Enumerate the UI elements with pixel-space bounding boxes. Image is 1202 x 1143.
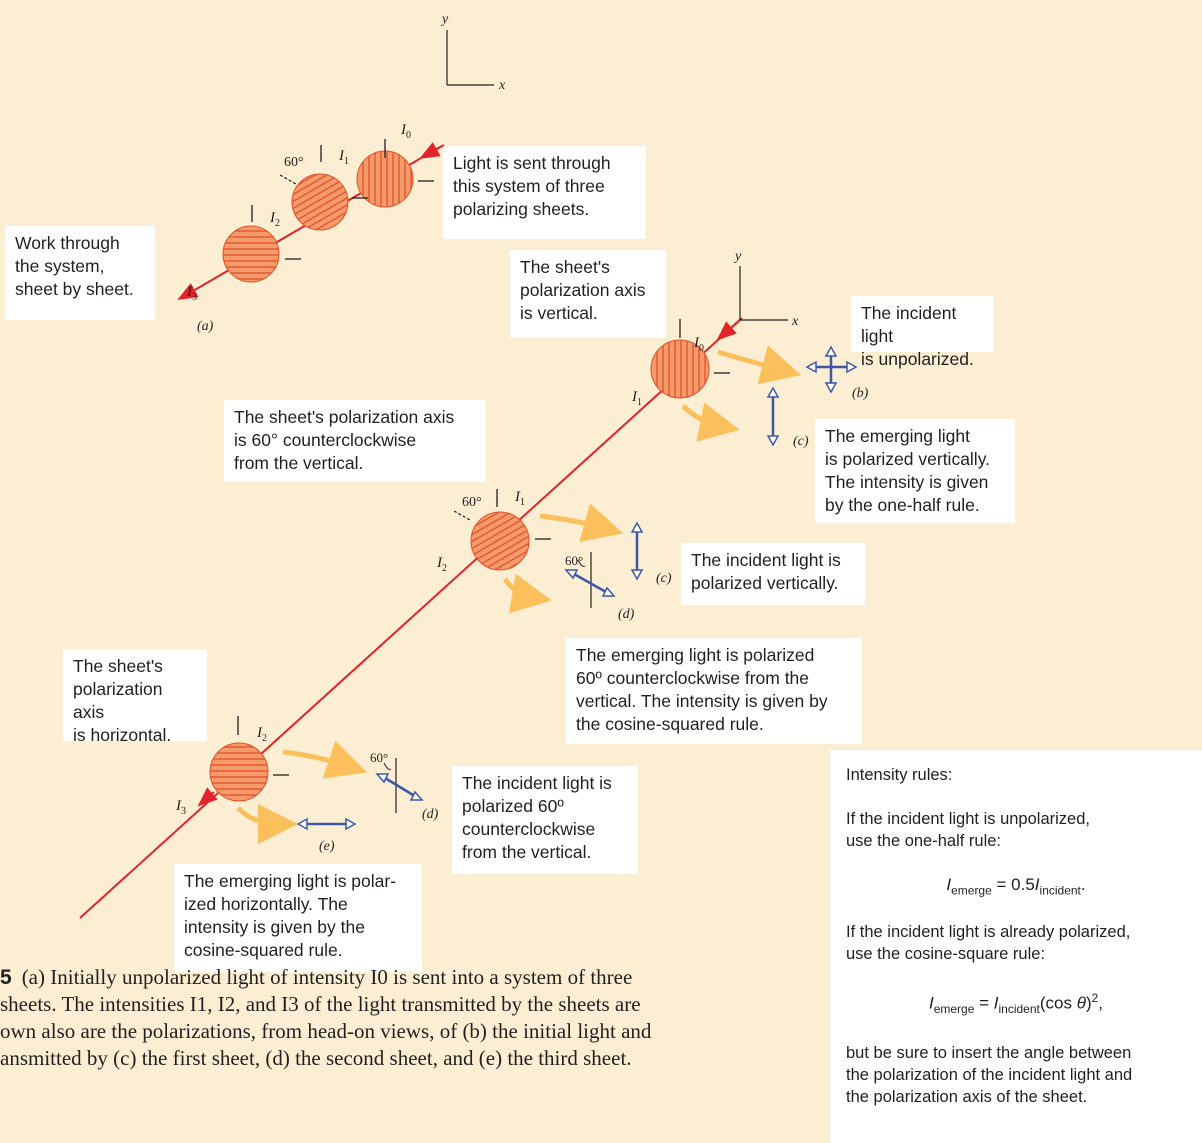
sheet-1-group: y x I0 I1 (b) (c) (631, 249, 869, 449)
callout-work-through: Work through the system, sheet by sheet. (5, 226, 155, 320)
angle-label-d: 60° (565, 553, 583, 568)
panel-label-d2: (d) (422, 807, 439, 822)
intensity-label-I3-e: I3 (175, 798, 186, 817)
vertical-arrow-c1 (766, 386, 780, 447)
rules-note-3: the polarization axis of the sheet. (846, 1088, 1088, 1107)
rules-unpolarized-1: If the incident light is unpolarized, (846, 810, 1090, 828)
rules-polarized-2: use the cosine-square rule: (846, 945, 1046, 964)
caption-line-2: sheets. The intensities I1, I2, and I3 o… (0, 992, 641, 1016)
polarization-60-d: 60° (564, 552, 616, 608)
flow-arrow-c2 (539, 503, 624, 542)
light-beam-main (79, 319, 741, 919)
figure-caption: 5(a) Initially unpolarized light of inte… (0, 964, 830, 1072)
angle-label-d2: 60° (370, 750, 388, 765)
sheet-2-a (291, 173, 349, 231)
intensity-label-I1-a: I1 (338, 148, 349, 167)
callout-sheet2-axis: The sheet's polarization axis is 60° cou… (224, 400, 486, 482)
vertical-arrow-c2 (630, 521, 644, 581)
callout-incident-vertical: The incident light is polarized vertical… (681, 543, 865, 605)
intensity-label-I1-b: I1 (514, 489, 525, 508)
panel-a: y x 60° I0 I1 I2 I3 (a) (177, 12, 506, 334)
panel-label-d1: (d) (618, 607, 635, 622)
intensity-label-I0-a: I0 (400, 122, 411, 141)
callout-emerging-vertical: The emerging light is polarized vertical… (815, 419, 1015, 523)
beam-arrow-a-in (419, 142, 445, 159)
sheet-2 (470, 511, 530, 571)
x-axis-label-a: x (498, 78, 506, 93)
rules-note-1: but be sure to insert the angle between (846, 1044, 1132, 1063)
beam-arrow-a-out (177, 283, 199, 300)
panel-label-c2: (c) (656, 571, 672, 586)
callout-incident-60: The incident light is polarized 60º coun… (452, 766, 638, 874)
axis-tick-2a-diag (279, 174, 297, 185)
horizontal-arrow-e (296, 817, 357, 831)
axes-a (446, 30, 494, 86)
sheet-1 (650, 339, 710, 399)
intensity-label-I1-c: I1 (631, 389, 642, 408)
caption-line-1: 5(a) Initially unpolarized light of inte… (0, 965, 633, 989)
one-half-rule-equation: Iemerge = 0.5Iincident. (946, 875, 1086, 898)
intensity-label-I0-b: I0 (693, 335, 704, 354)
rules-note-2: the polarization of the incident light a… (846, 1066, 1133, 1085)
callout-emerging-60: The emerging light is polarized 60º coun… (566, 638, 862, 744)
intensity-label-I3-a: I3 (186, 284, 197, 303)
angle-label-c: 60° (462, 495, 482, 510)
flow-arrow-e (236, 803, 298, 844)
intensity-label-I2-a: I2 (269, 210, 280, 229)
beam-arrow-main-in (716, 317, 743, 341)
cosine-squared-rule-equation: Iemerge = Iincident(cos θ)2, (928, 991, 1104, 1017)
intensity-label-I2-c: I2 (436, 555, 447, 574)
callout-system: Light is sent through this system of thr… (443, 146, 646, 239)
caption-line-3: own also are the polarizations, from hea… (0, 1019, 652, 1043)
callout-sheet3-axis: The sheet's polarization axis is horizon… (63, 649, 207, 745)
polarization-60-d2: 60° (370, 750, 424, 813)
x-axis-label-b: x (791, 314, 799, 329)
intensity-label-I2-d: I2 (256, 725, 267, 744)
callout-sheet1-axis: The sheet's polarization axis is vertica… (510, 250, 666, 338)
caption-line-4: ansmitted by (c) the first sheet, (d) th… (0, 1046, 632, 1070)
angle-label-a: 60° (284, 155, 304, 170)
beam-arrow-main-out (197, 787, 218, 807)
panel-label-e: (e) (319, 839, 335, 854)
flow-arrow-b (717, 345, 802, 385)
intensity-rules-panel: Intensity rules: If the incident light i… (830, 750, 1202, 1143)
sheet-2-group: 60° I1 I2 (c) 60° (d) (436, 489, 672, 622)
sheet-3-a (222, 225, 280, 283)
callout-emerging-horizontal: The emerging light is polar- ized horizo… (174, 864, 422, 972)
rules-title: Intensity rules: (846, 766, 953, 784)
rules-polarized-1: If the incident light is already polariz… (846, 923, 1131, 942)
sheet-3-group: I2 I3 60° (d) (e) (175, 716, 439, 854)
flow-arrow-d2 (282, 740, 367, 779)
flow-arrow-d (502, 573, 552, 614)
panel-label-b: (b) (852, 386, 869, 401)
sheet-3 (209, 742, 269, 802)
panel-label-a: (a) (197, 319, 214, 334)
flow-arrow-c (681, 402, 740, 442)
callout-unpolarized: The incident light is unpolarized. (851, 296, 993, 369)
rules-unpolarized-2: use the one-half rule: (846, 832, 1002, 850)
unpolarized-arrows-b (805, 345, 858, 394)
y-axis-label-b: y (733, 249, 742, 264)
y-axis-label-a: y (440, 12, 449, 27)
panel-label-c1: (c) (793, 434, 809, 449)
